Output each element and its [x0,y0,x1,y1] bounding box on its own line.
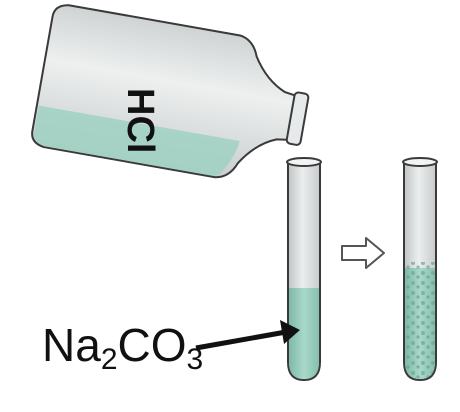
formula-sub-2: 2 [100,343,118,376]
test-tube-before [286,157,322,382]
tube-before-rim [286,157,322,167]
formula-co: CO [117,319,187,371]
formula-na: Na [42,319,101,371]
hcl-bottle: HCl [31,4,310,179]
reagent-formula: Na2CO3 [42,322,203,375]
reaction-arrow [341,237,385,269]
tube-after-rim [402,157,438,167]
tube-before-liquid [289,288,319,379]
bottle-label: HCl [119,88,161,153]
pointer-arrow-line [195,329,287,351]
bottle-neck-rim [285,91,310,146]
test-tube-after [402,157,438,382]
pointer-arrowhead [280,320,300,344]
tube-after-bubbles [405,262,435,379]
pointer-arrow [195,320,300,351]
formula-sub-3: 3 [186,343,204,376]
bottle-acid-liquid [34,105,240,176]
outline-arrow-right-icon [341,237,385,269]
